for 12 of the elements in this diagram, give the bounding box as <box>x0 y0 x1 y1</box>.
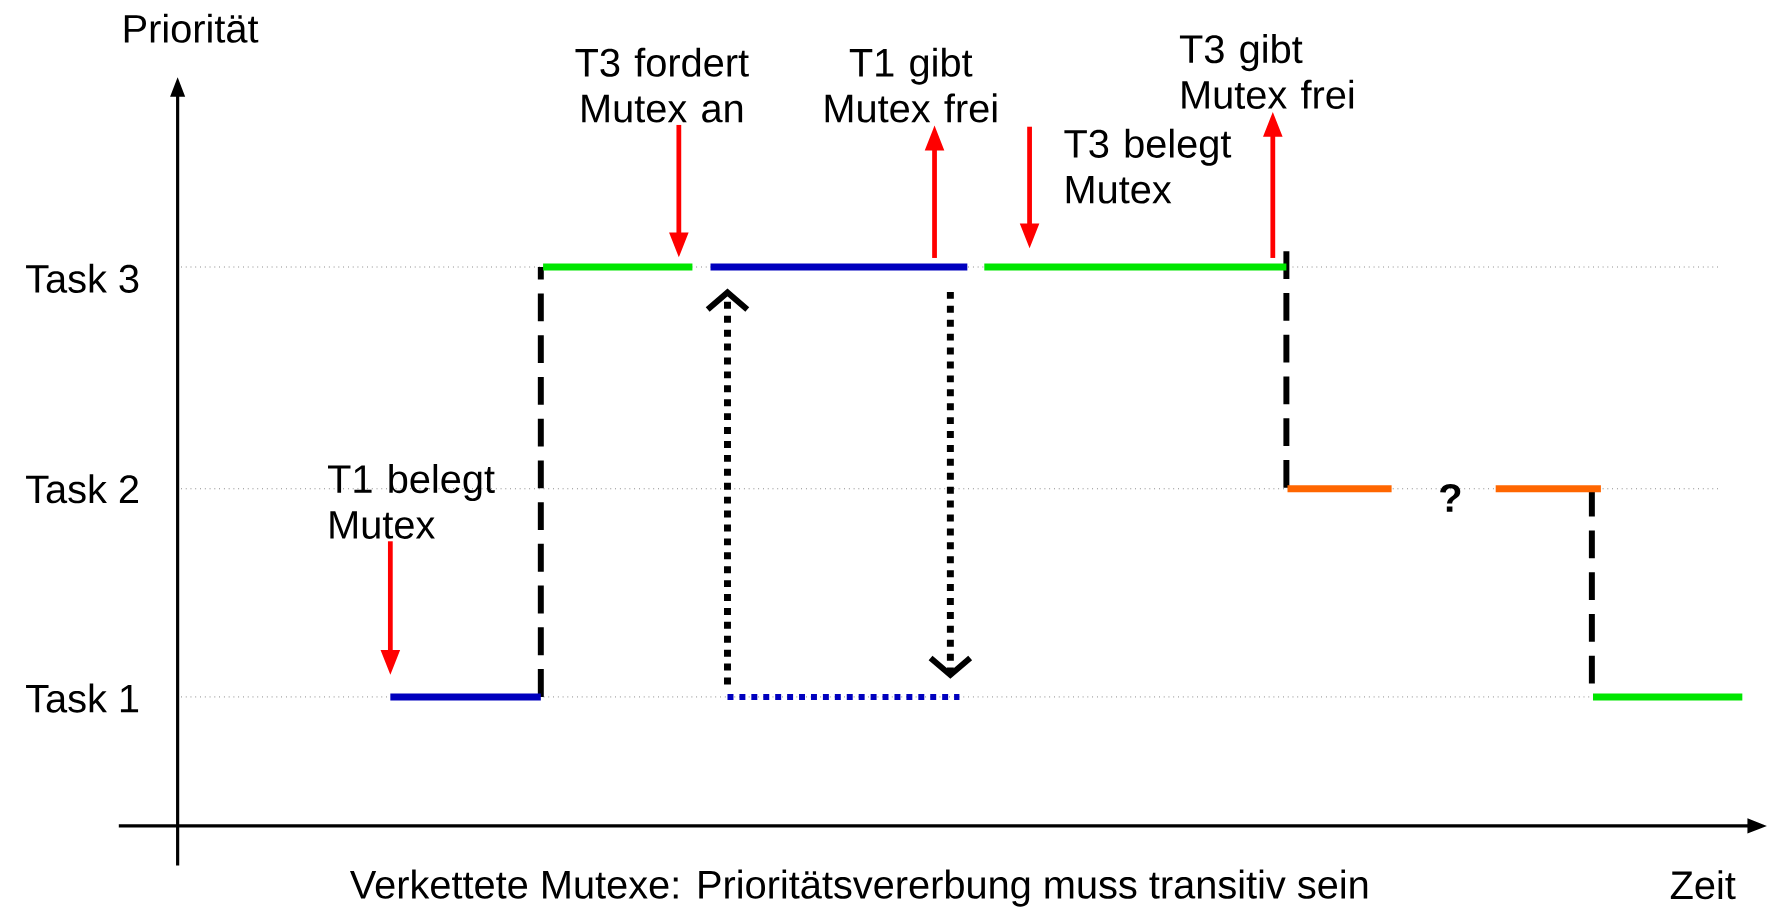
axis-label: Zeit <box>1670 870 1736 900</box>
annotation-text: T3 fordert Mutex an <box>575 47 749 123</box>
annotation-text: T3 belegt Mutex <box>1064 128 1232 204</box>
caption: Verkettete Mutexe: Prioritätsvererbung muss transitiv sein <box>350 869 1368 907</box>
annotation-text: T3 gibt Mutex frei <box>1179 34 1354 110</box>
annotation-text: T1 gibt Mutex frei <box>825 47 997 123</box>
annotation-text: T1 belegt Mutex <box>328 464 495 539</box>
task-label: Task 3 <box>26 263 139 294</box>
question-mark: ? <box>1440 484 1461 512</box>
task-label: Task 2 <box>26 474 138 504</box>
task-label: Task 1 <box>26 683 139 713</box>
axis-label: Priorität <box>124 13 259 43</box>
